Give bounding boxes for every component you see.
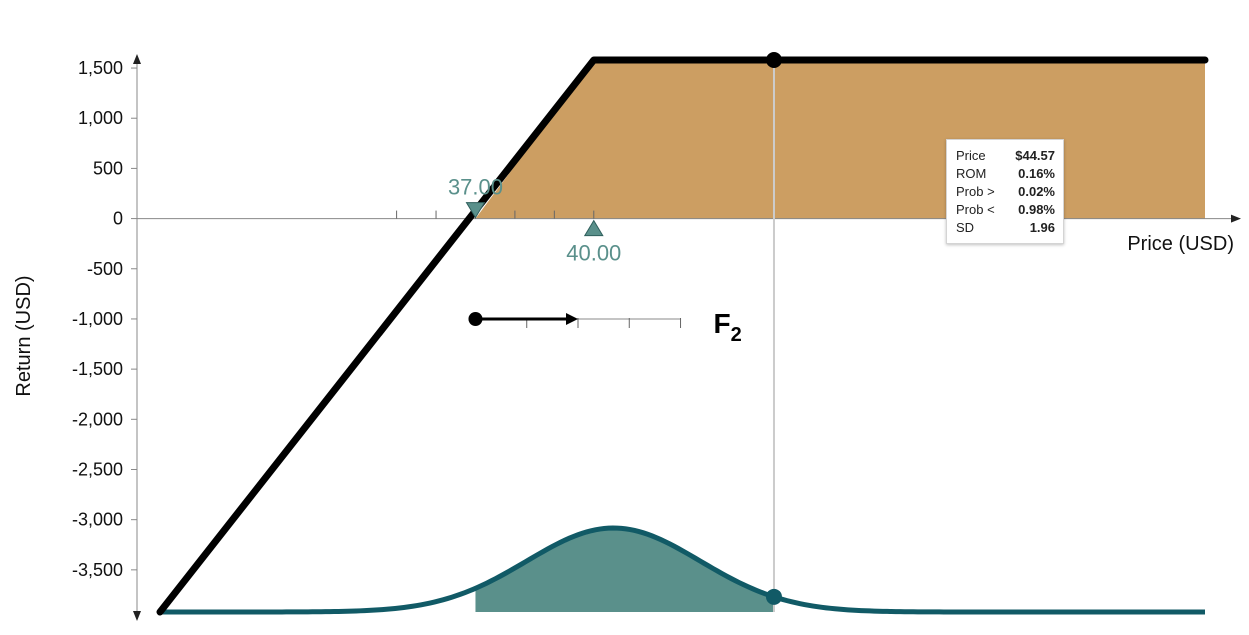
marker-label: 40.00 — [566, 241, 621, 266]
price-tooltip: Price $44.57 ROM 0.16% Prob > 0.02% Prob… — [946, 139, 1064, 244]
cursor-distribution-point — [765, 588, 782, 605]
tooltip-label: SD — [956, 220, 975, 235]
y-tick-label: -2,000 — [72, 409, 123, 429]
tooltip-row-rom: ROM 0.16% — [956, 165, 1055, 183]
tooltip-row-sd: SD 1.96 — [956, 219, 1055, 237]
tooltip-label: Prob > — [956, 184, 995, 199]
profit-area — [475, 60, 1206, 219]
tooltip-row-price: Price $44.57 — [956, 147, 1055, 165]
y-tick-label: -3,000 — [72, 510, 123, 530]
range-label: F2 — [714, 308, 742, 346]
tooltip-label: Prob < — [956, 202, 995, 217]
payoff-line — [156, 56, 1209, 616]
tooltip-label: Price — [956, 148, 986, 163]
tooltip-value: 0.98% — [1018, 202, 1055, 217]
distribution-curve — [160, 525, 1205, 615]
tooltip-value: 0.16% — [1018, 166, 1055, 181]
x-axis-arrow — [1231, 214, 1241, 223]
marker-label: 37.00 — [448, 175, 503, 200]
marker-triangle-down — [465, 202, 486, 219]
y-tick-label: -2,500 — [72, 459, 123, 479]
y-tick-label: -1,500 — [72, 359, 123, 379]
y-tick-label: 0 — [113, 209, 123, 229]
y-tick-label: 1,500 — [78, 58, 123, 78]
y-tick-label: -3,500 — [72, 560, 123, 580]
marker-triangle-up — [583, 219, 604, 237]
range-start-point — [468, 312, 483, 326]
y-tick-label: -500 — [87, 259, 123, 279]
y-tick-label: 500 — [93, 158, 123, 178]
tooltip-label: ROM — [956, 166, 987, 181]
tooltip-value: $44.57 — [1015, 148, 1055, 163]
y-tick-label: -1,000 — [72, 309, 123, 329]
range-arrow-head — [566, 313, 578, 325]
y-tick-label: 1,000 — [78, 108, 123, 128]
cursor-payoff-point — [765, 52, 782, 69]
range-label-subscript: 2 — [731, 324, 742, 346]
y-axis-arrow-down — [133, 611, 141, 621]
tooltip-value: 1.96 — [1029, 220, 1055, 235]
tooltip-row-prob-below: Prob < 0.98% — [956, 201, 1055, 219]
tooltip-row-prob-above: Prob > 0.02% — [956, 183, 1055, 201]
tooltip-value: 0.02% — [1018, 184, 1055, 199]
y-axis-label: Return (USD) — [13, 275, 35, 396]
distribution-shaded-area — [475, 528, 774, 612]
x-axis-label: Price (USD) — [1127, 233, 1234, 255]
y-axis-arrow-up — [133, 54, 141, 64]
